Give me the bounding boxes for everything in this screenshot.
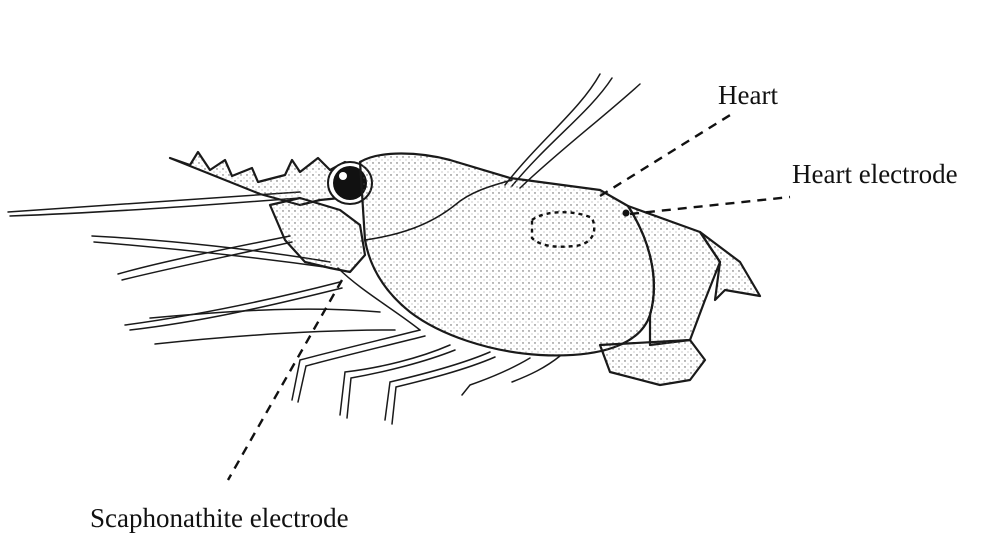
- heart-leader: [600, 112, 735, 196]
- label-heart: Heart: [718, 80, 778, 110]
- antennules: [505, 74, 640, 188]
- heart-electrode-point: [623, 210, 630, 217]
- heart-electrode-leader: [630, 197, 790, 214]
- abdomen-segment-3: [600, 340, 705, 385]
- shrimp-illustration: [8, 74, 760, 424]
- label-heart-electrode: Heart electrode: [792, 159, 958, 189]
- label-scaphonathite-electrode: Scaphonathite electrode: [90, 503, 349, 533]
- carapace: [360, 154, 654, 356]
